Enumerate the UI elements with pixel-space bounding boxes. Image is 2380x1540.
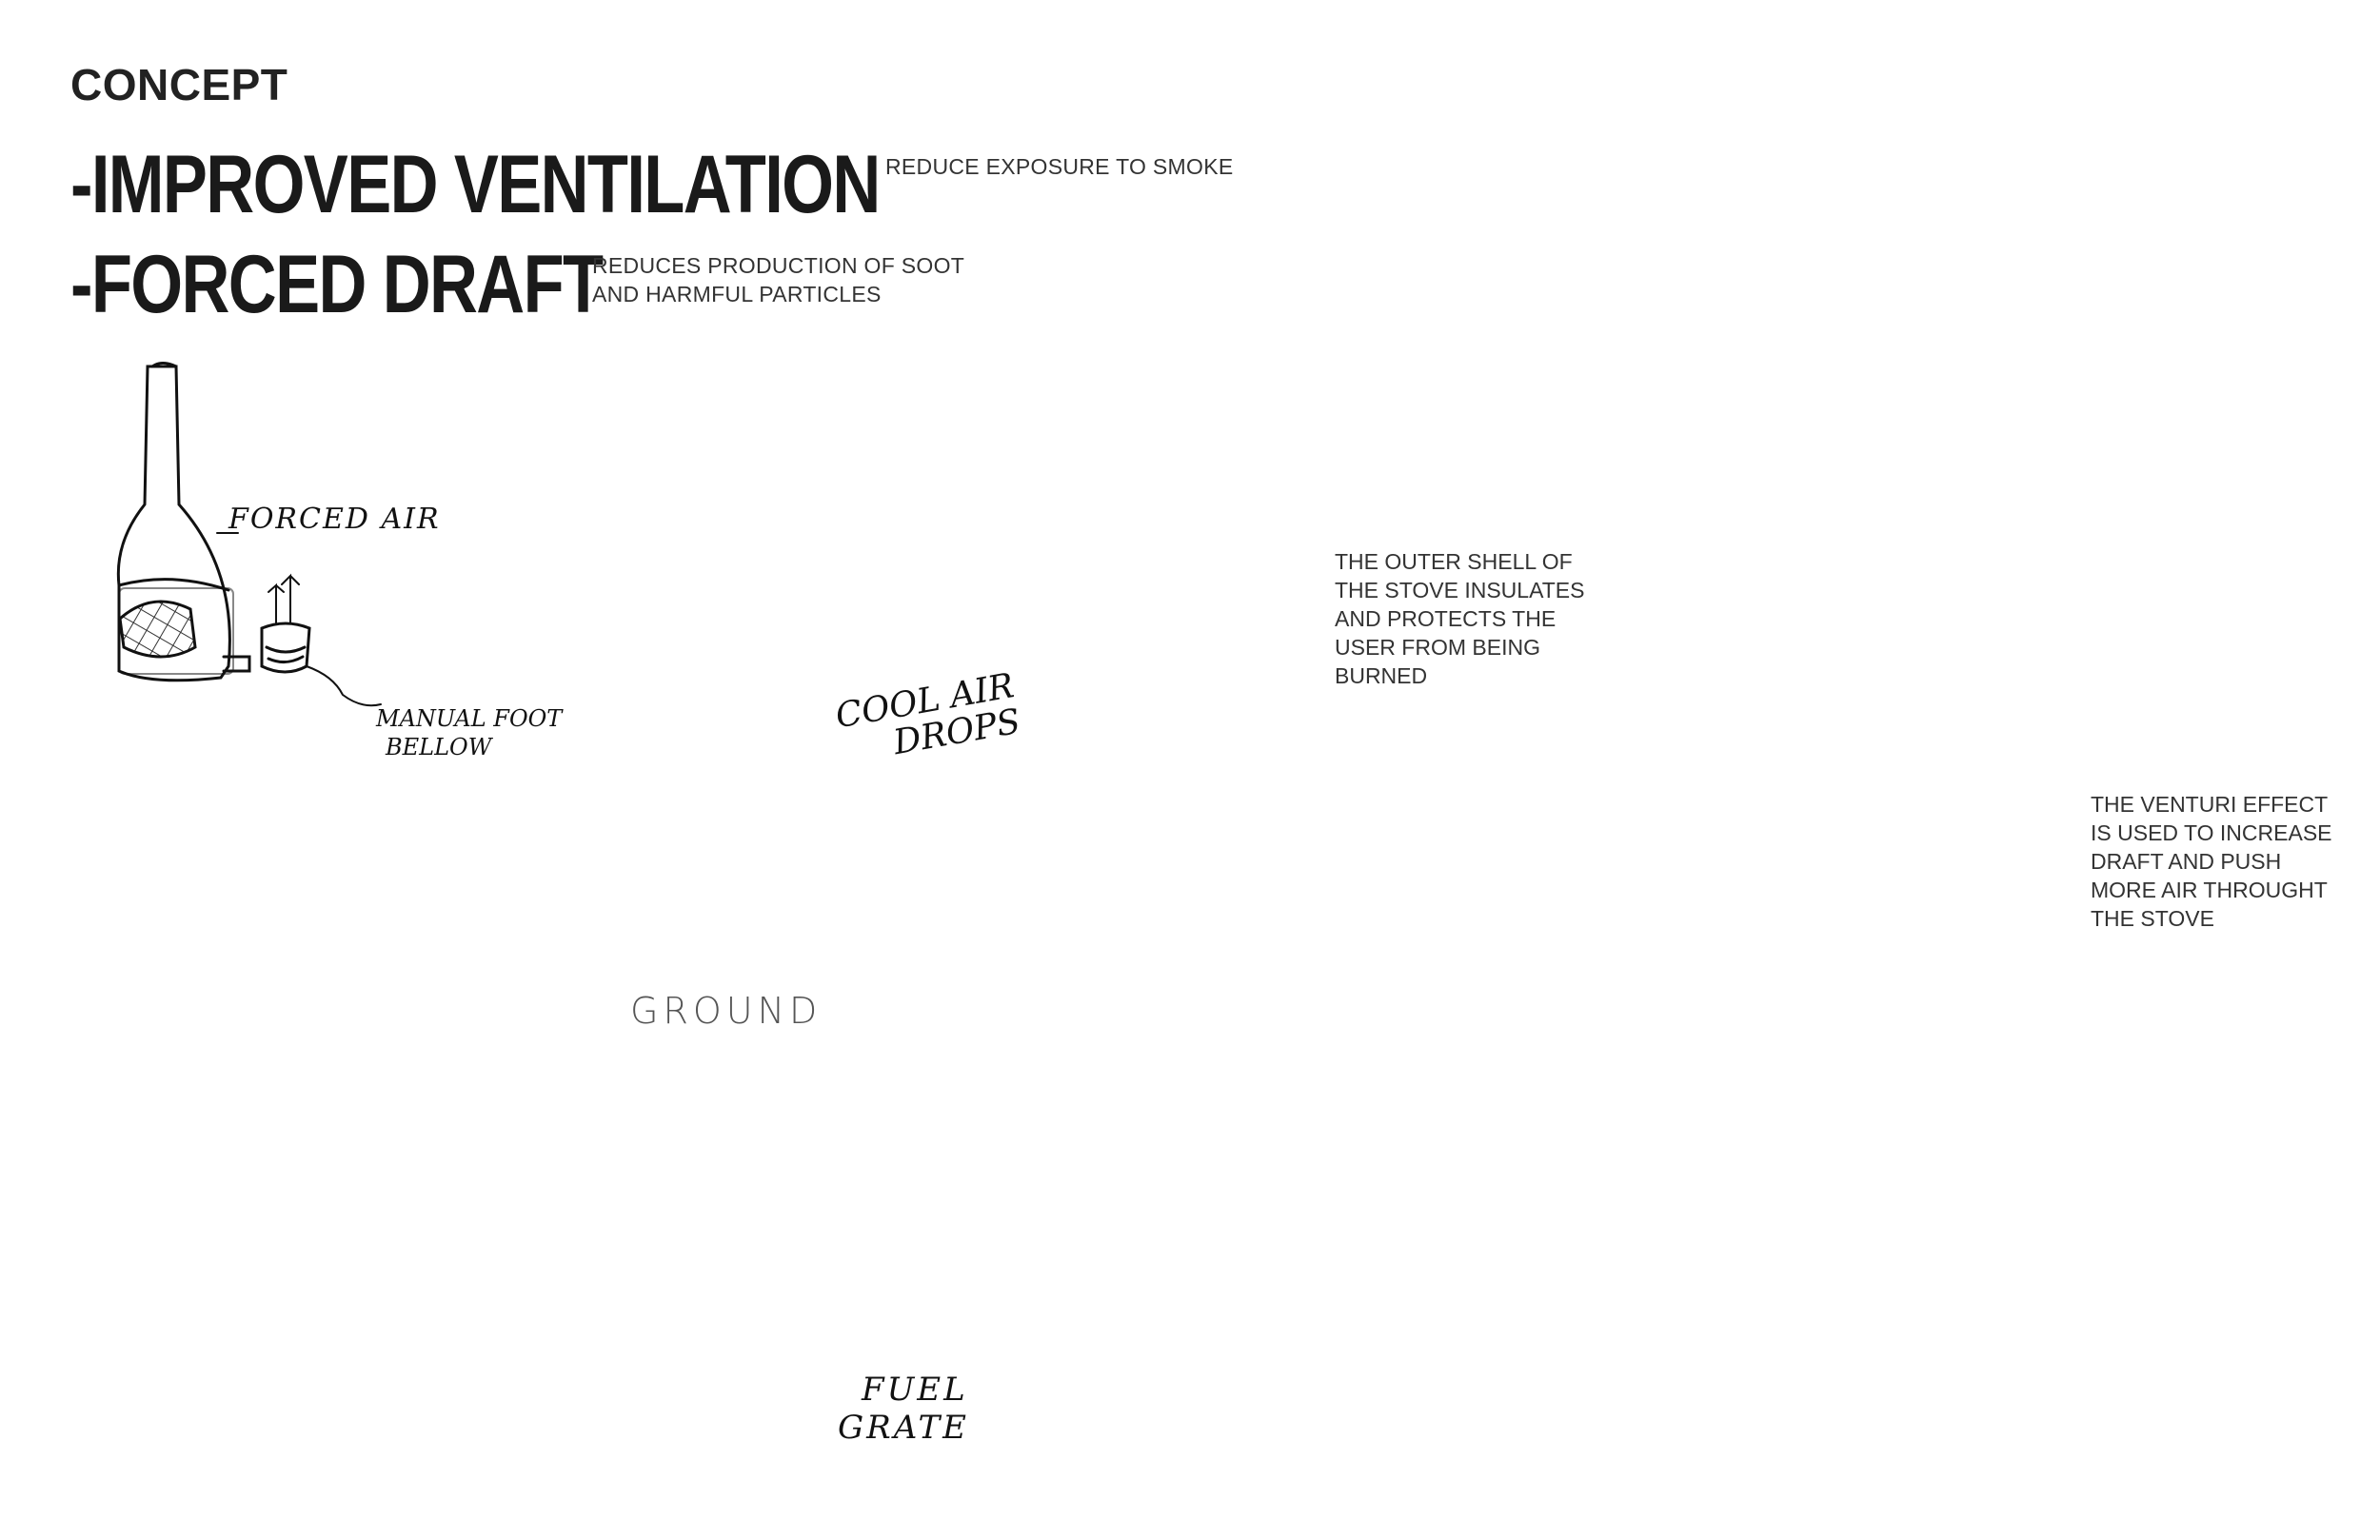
annotation-venturi-line-1: THE VENTURI EFFECT xyxy=(2091,790,2332,819)
annotation-venturi-line-4: MORE AIR THROUGHT xyxy=(2091,876,2332,904)
label-manual-foot-bellow: MANUAL FOOT BELLOW xyxy=(376,704,562,761)
annotation-outer-shell: THE OUTER SHELL OF THE STOVE INSULATES A… xyxy=(1335,547,1584,690)
label-bellow-line-1: MANUAL FOOT xyxy=(376,704,562,733)
label-forced-air: FORCED AIR xyxy=(228,503,441,536)
annotation-shell-line-4: USER FROM BEING xyxy=(1335,633,1584,661)
annotation-shell-line-1: THE OUTER SHELL OF xyxy=(1335,547,1584,576)
label-bellow-line-2: BELLOW xyxy=(376,733,562,761)
annotation-shell-line-5: BURNED xyxy=(1335,661,1584,690)
annotation-venturi-line-3: DRAFT AND PUSH xyxy=(2091,847,2332,876)
label-fuel-line-1: FUEL xyxy=(838,1371,969,1409)
annotation-venturi-line-5: THE STOVE xyxy=(2091,904,2332,933)
annotation-venturi-effect: THE VENTURI EFFECT IS USED TO INCREASE D… xyxy=(2091,790,2332,933)
label-fuel-line-2: GRATE xyxy=(838,1409,969,1447)
label-ground: GROUND xyxy=(630,990,822,1032)
annotation-shell-line-3: AND PROTECTS THE xyxy=(1335,604,1584,633)
annotation-shell-line-2: THE STOVE INSULATES xyxy=(1335,576,1584,604)
annotation-venturi-line-2: IS USED TO INCREASE xyxy=(2091,819,2332,847)
label-fuel-grate: FUEL GRATE xyxy=(838,1371,969,1447)
